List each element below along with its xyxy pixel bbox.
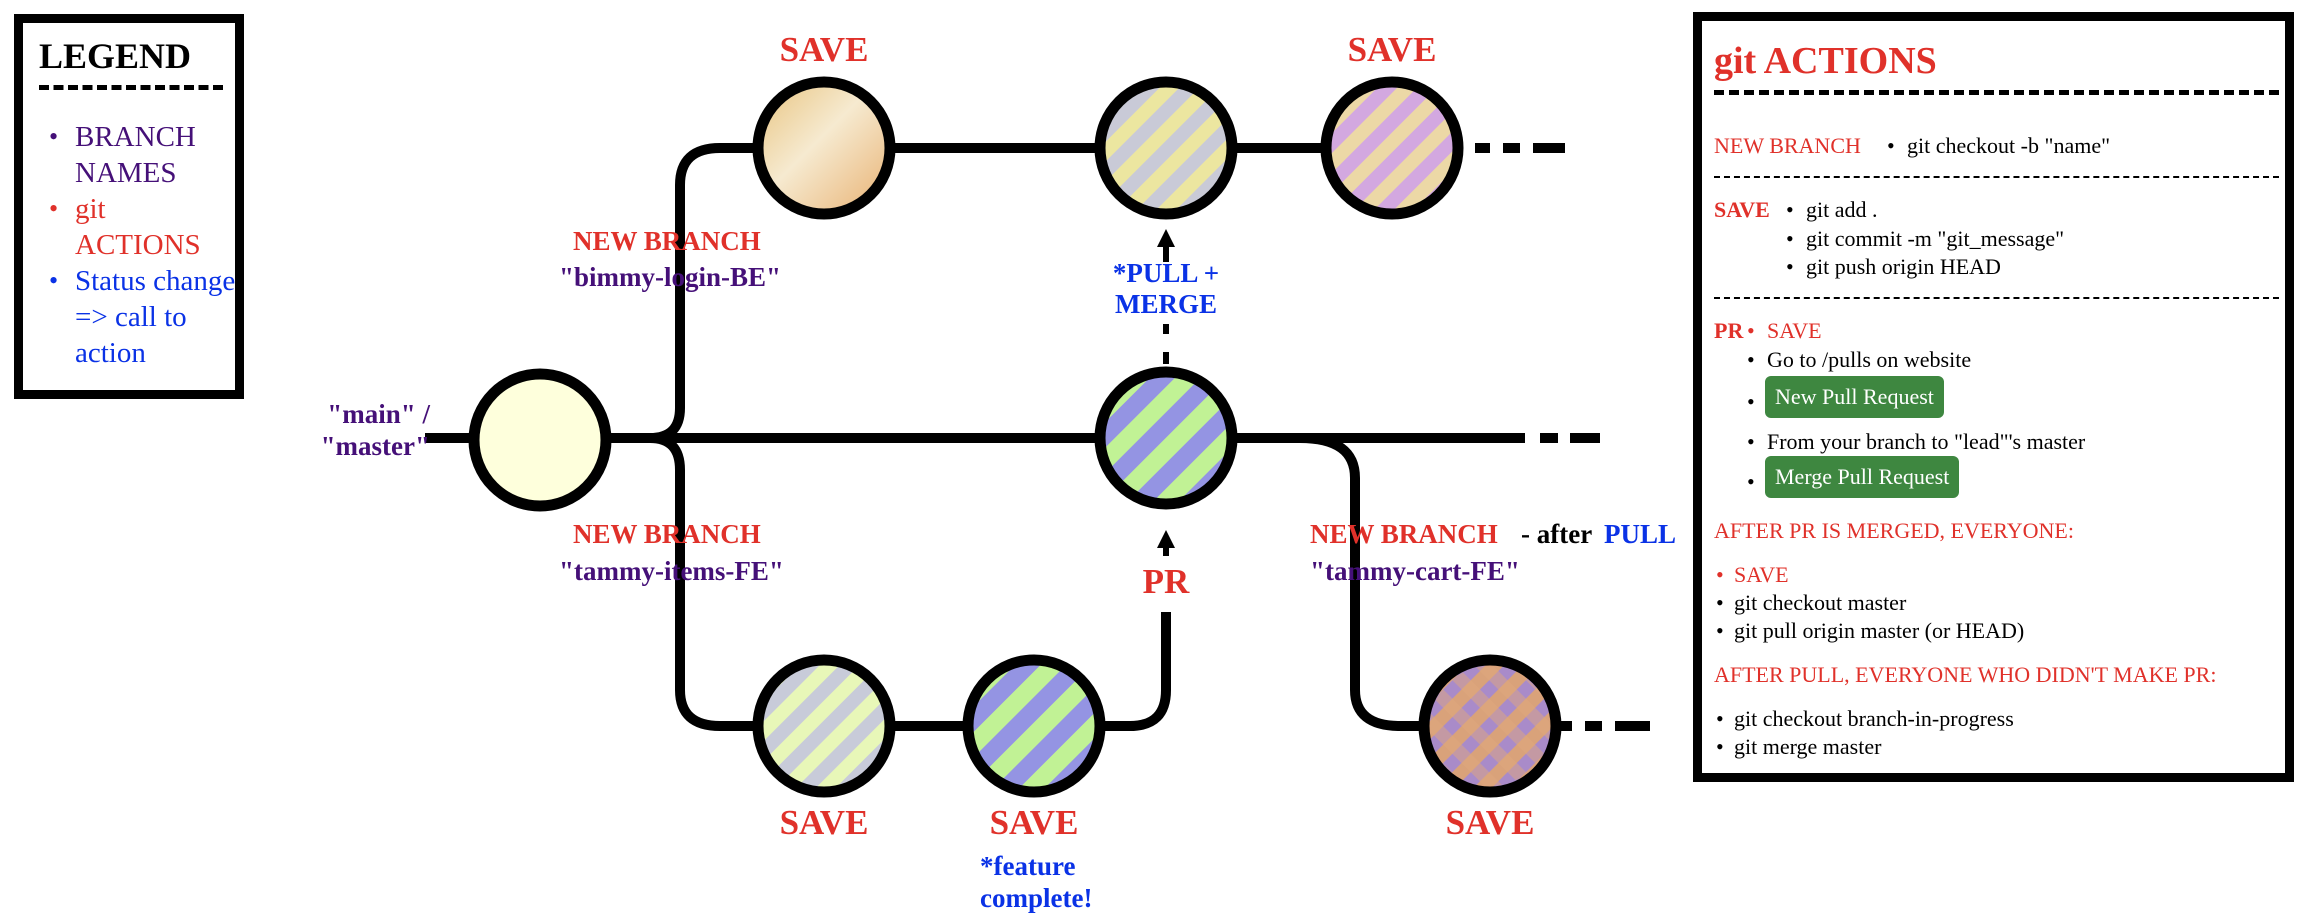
new-branch-label-bottom: NEW BRANCH	[573, 519, 761, 549]
legend-item-label: Status change => call to action	[75, 265, 236, 369]
legend-item-label: git ACTIONS	[75, 193, 201, 261]
bullet: •	[1747, 389, 1755, 414]
legend-item-git-actions: • git ACTIONS	[49, 191, 245, 263]
merge-pull-request-button[interactable]: Merge Pull Request	[1765, 456, 1960, 498]
bullet: •	[1786, 197, 1794, 222]
branch-name-cart: "tammy-cart-FE"	[1310, 556, 1520, 586]
cart-branch-line	[1299, 433, 1540, 731]
pr-merge-commit-main	[1094, 366, 1238, 510]
bullet: •	[1747, 347, 1755, 372]
legend-item-status-change: • Status change => call to action	[49, 263, 245, 371]
main-start-commit	[468, 368, 612, 512]
bullet: •	[1786, 254, 1794, 279]
new-branch-label-top: NEW BRANCH	[573, 226, 761, 256]
action-pr-step-pulls: Go to /pulls on website	[1767, 347, 1972, 372]
legend-bullet: •	[49, 266, 59, 295]
bullet: •	[1716, 590, 1724, 615]
bullet: •	[1716, 734, 1724, 759]
bullet: •	[1747, 469, 1755, 494]
bullet: •	[1747, 318, 1755, 343]
bullet: •	[1716, 562, 1724, 587]
arrows	[1157, 229, 1175, 556]
after-pull-checkout: git checkout branch-in-progress	[1734, 706, 2014, 731]
after-merged-save: SAVE	[1734, 562, 1789, 587]
cart-commit-overlay	[1430, 666, 1550, 786]
action-new-branch-label: NEW BRANCH	[1714, 133, 1861, 158]
legend-bullet: •	[49, 194, 59, 223]
legend-divider	[39, 85, 223, 90]
save-label-cart: SAVE	[1445, 803, 1535, 842]
new-pull-request-button[interactable]: New Pull Request	[1765, 376, 1944, 418]
actions-title: git ACTIONS	[1714, 40, 1937, 82]
pull-status: PULL	[1604, 519, 1677, 549]
pull-merge-status: *PULL + MERGE	[1112, 258, 1220, 319]
bullet: •	[1887, 133, 1895, 158]
action-save-cmd-commit: git commit -m "git_message"	[1806, 226, 2065, 251]
bullet: •	[1716, 706, 1724, 731]
after-pull-heading: AFTER PULL, EVERYONE WHO DIDN'T MAKE PR:	[1714, 662, 2217, 687]
legend-item-label: BRANCH NAMES	[75, 121, 196, 189]
action-save-cmd-push: git push origin HEAD	[1806, 254, 2001, 279]
merge-commit-top	[1094, 76, 1238, 220]
bullet: •	[1786, 226, 1794, 251]
save-commit-bottom-2	[962, 654, 1106, 798]
feature-complete-status: *feature complete!	[980, 851, 1093, 913]
bullet: •	[1747, 429, 1755, 454]
save-label-bottom-1: SAVE	[779, 803, 869, 842]
section-divider	[1714, 297, 2279, 299]
after-merged-pull: git pull origin master (or HEAD)	[1734, 618, 2025, 643]
section-divider	[1714, 176, 2279, 178]
legend-list: • BRANCH NAMES • git ACTIONS • Status ch…	[23, 119, 245, 371]
after-pull-merge: git merge master	[1734, 734, 1882, 759]
action-save-cmd-add: git add .	[1806, 197, 1878, 222]
after-text: - after	[1521, 519, 1593, 549]
action-pr-save: SAVE	[1767, 318, 1822, 343]
save-commit-top-1	[752, 76, 896, 220]
after-merged-heading: AFTER PR IS MERGED, EVERYONE:	[1714, 518, 2074, 543]
top-branch-line	[649, 143, 1460, 443]
save-commit-bottom-1	[752, 654, 896, 798]
legend-box: LEGEND • BRANCH NAMES • git ACTIONS • St…	[14, 14, 244, 399]
action-new-branch-cmd: git checkout -b "name"	[1907, 133, 2111, 158]
action-pr-step-branch: From your branch to "lead"'s master	[1767, 429, 2086, 454]
action-save-label: SAVE	[1714, 197, 1770, 222]
pr-label: PR	[1142, 562, 1190, 601]
branch-name-bottom: "tammy-items-FE"	[559, 556, 784, 586]
bullet: •	[1716, 618, 1724, 643]
legend-title: LEGEND	[39, 36, 192, 76]
bottom-branch-line	[649, 433, 1171, 731]
save-commit-top-2	[1320, 76, 1464, 220]
save-label-top-2: SAVE	[1347, 30, 1437, 69]
legend-bullet: •	[49, 122, 59, 151]
after-merged-checkout: git checkout master	[1734, 590, 1907, 615]
save-label-bottom-2: SAVE	[989, 803, 1079, 842]
new-branch-label-cart: NEW BRANCH	[1310, 519, 1498, 549]
legend-item-branch-names: • BRANCH NAMES	[49, 119, 245, 191]
action-pr-label: PR	[1714, 318, 1744, 343]
actions-divider	[1714, 90, 2279, 95]
save-label-top-1: SAVE	[779, 30, 869, 69]
git-actions-panel: git ACTIONS NEW BRANCH • git checkout -b…	[1693, 12, 2294, 782]
main-branch-label: "main" / "master"	[320, 399, 430, 461]
branch-name-top: "bimmy-login-BE"	[559, 262, 781, 292]
